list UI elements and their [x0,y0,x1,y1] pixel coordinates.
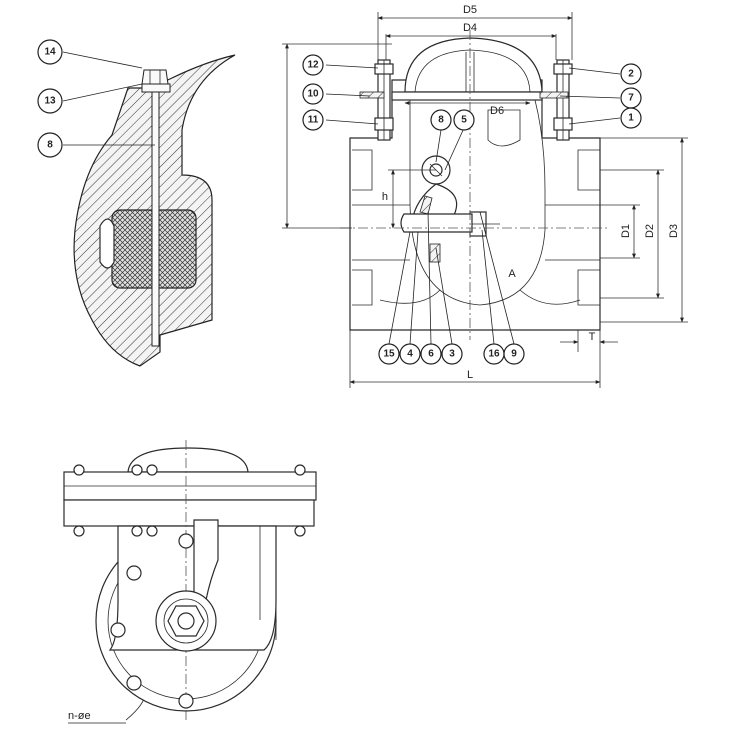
svg-text:10: 10 [307,89,319,100]
svg-text:5: 5 [461,115,467,126]
svg-text:9: 9 [511,349,517,360]
callout-6: 6 [420,343,442,365]
svg-text:2: 2 [628,69,634,80]
svg-text:16: 16 [488,349,500,360]
detail-hinge-pin [151,91,160,347]
end-top-bolts [73,464,306,537]
dim-label-A: A [508,268,516,280]
dimension-lines [282,12,688,388]
callout-11: 11 [302,109,324,131]
callout-8: 8 [430,109,452,131]
end-view [63,440,317,720]
dim-label-D2: D2 [644,224,656,238]
callout-7: 7 [620,87,642,109]
end-bonnet [127,447,249,473]
callout-12: 12 [302,54,324,76]
callout-16: 16 [483,343,505,365]
detail-cavity [99,218,115,269]
svg-text:8: 8 [47,140,53,151]
bonnet-cover [404,37,543,93]
callout-8-detail: 8 [37,132,63,158]
callout-9: 9 [503,343,525,365]
bolt-right [553,59,573,141]
detail-section-view [73,54,236,367]
dim-label-h: h [382,191,388,203]
valve-body-outline [349,79,601,331]
callout-5: 5 [453,109,475,131]
svg-text:7: 7 [628,93,634,104]
detail-bolt-head [141,69,169,85]
callout-13: 13 [37,88,63,114]
callout-15: 15 [378,343,400,365]
body-chamber [409,99,546,306]
dimension-labels: D5 D4 D6 h D1 D2 D3 T L A [382,4,680,381]
callout-10: 10 [302,83,324,105]
dim-label-L: L [467,369,473,381]
svg-text:15: 15 [383,349,395,360]
dim-label-D4: D4 [463,22,477,34]
svg-text:12: 12 [307,60,319,71]
svg-text:4: 4 [407,349,413,360]
svg-text:14: 14 [44,47,56,58]
callouts: 14 13 8 12 10 11 2 7 1 8 5 15 4 6 3 16 9 [37,39,642,721]
callout-1: 1 [620,107,642,129]
svg-text:6: 6 [428,349,434,360]
disc-assembly [400,155,500,263]
dim-label-D6: D6 [490,105,504,117]
callout-3: 3 [441,343,463,365]
callout-2: 2 [620,63,642,85]
svg-text:13: 13 [44,96,56,107]
svg-text:8: 8 [438,115,444,126]
callout-14: 14 [37,39,63,65]
dim-label-D5: D5 [463,4,477,16]
dim-label-T: T [589,331,596,343]
holes-label: n-øe [68,710,91,722]
end-flange-holes [110,533,194,709]
svg-text:1: 1 [628,113,634,124]
detail-washer [141,83,171,93]
dim-label-D1: D1 [620,224,632,238]
bolt-left [374,59,394,141]
svg-text:11: 11 [308,115,319,126]
svg-text:3: 3 [449,349,455,360]
section-view [340,30,610,340]
callout-4: 4 [399,343,421,365]
dim-label-D3: D3 [668,224,680,238]
